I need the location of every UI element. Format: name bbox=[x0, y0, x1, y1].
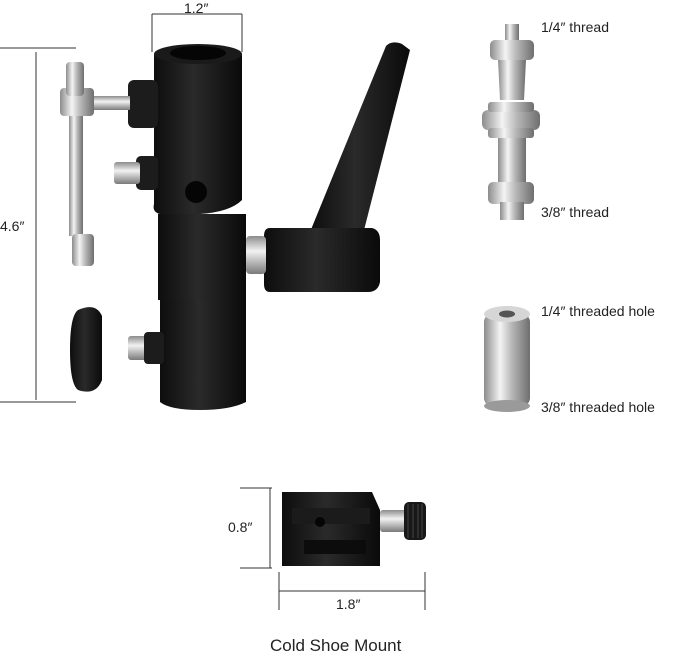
adapter-bottom-hole-label: 3/8″ threaded hole bbox=[541, 399, 655, 415]
spigot-adapter bbox=[482, 24, 540, 220]
cold-shoe-caption: Cold Shoe Mount bbox=[270, 636, 402, 655]
shoe-width-label: 1.8″ bbox=[336, 596, 361, 612]
top-width-label: 1.2″ bbox=[184, 0, 209, 16]
spigot-bottom-thread-label: 3/8″ thread bbox=[541, 204, 610, 220]
spigot-top-thread-label: 1/4″ thread bbox=[541, 19, 610, 35]
threaded-hole-adapter bbox=[484, 306, 530, 412]
dimension-lines bbox=[0, 13, 426, 610]
adapter-top-hole-label: 1/4″ threaded hole bbox=[541, 303, 655, 319]
height-label: 4.6″ bbox=[0, 218, 25, 234]
shoe-height-label: 0.8″ bbox=[228, 519, 253, 535]
light-stand-bracket bbox=[60, 42, 410, 410]
cold-shoe-mount bbox=[282, 492, 426, 566]
